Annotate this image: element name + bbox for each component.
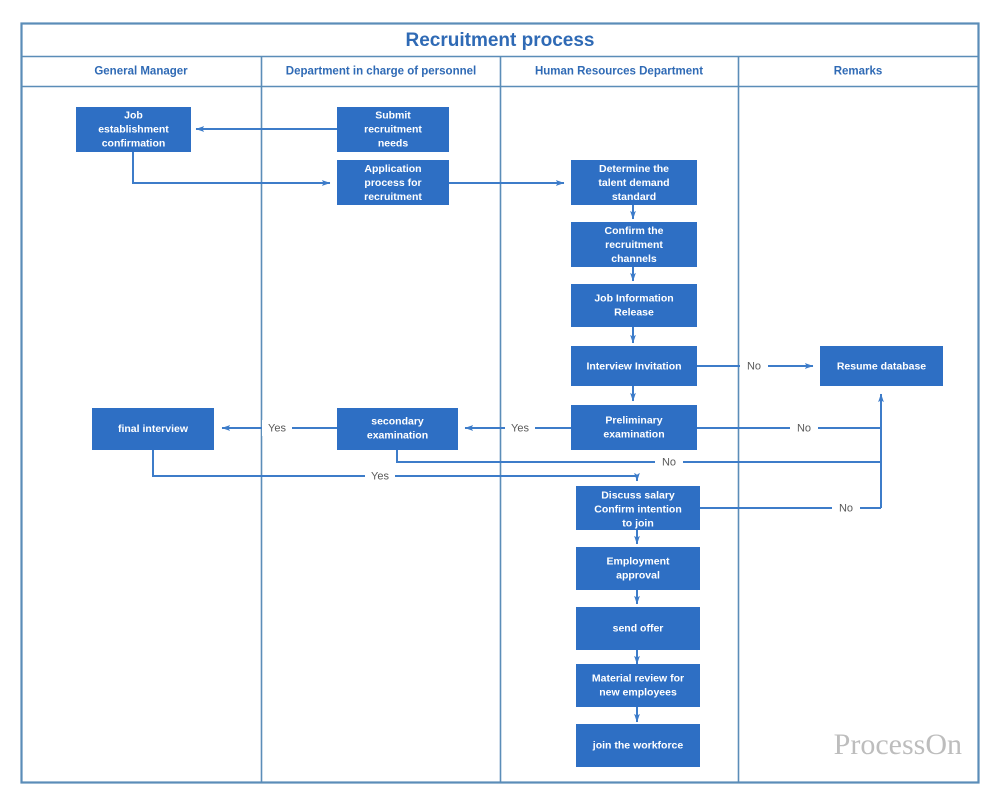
node-line: establishment <box>98 123 169 135</box>
node-box[interactable] <box>576 547 700 590</box>
edge-label-preliminary-yes: Yes <box>511 422 529 434</box>
node-job-establishment-confirmation[interactable]: Job establishment confirmation <box>76 107 191 152</box>
node-line: needs <box>378 137 409 149</box>
node-resume-database[interactable]: Resume database <box>820 346 943 386</box>
node-line: Submit <box>375 109 411 121</box>
node-line: Confirm the <box>605 225 664 237</box>
node-box[interactable] <box>571 222 697 267</box>
node-line: examination <box>367 429 428 441</box>
node-box[interactable] <box>92 408 214 450</box>
node-line: examination <box>603 428 664 440</box>
edge-label-bg <box>655 454 683 470</box>
node-box[interactable] <box>337 107 449 152</box>
node-preliminary-examination[interactable]: Preliminary examination <box>571 405 697 450</box>
node-line: new employees <box>599 686 677 698</box>
edge-label-final-yes: Yes <box>371 470 389 482</box>
node-box[interactable] <box>571 405 697 450</box>
edge-label-secondary-no: No <box>662 456 676 468</box>
node-line: Job Information <box>594 292 673 304</box>
node-line: Release <box>614 306 654 318</box>
node-confirm-the-recruitment-channels[interactable]: Confirm the recruitment channels <box>571 222 697 267</box>
node-line: talent demand <box>598 177 669 189</box>
node-line: Determine the <box>599 163 669 175</box>
node-line: process for <box>364 177 421 189</box>
node-line: recruitment <box>364 123 422 135</box>
node-line: Confirm intention <box>594 503 682 515</box>
lane-header-department-personnel: Department in charge of personnel <box>286 66 476 78</box>
node-line: Resume database <box>837 360 926 372</box>
node-box[interactable] <box>76 107 191 152</box>
node-final-interview[interactable]: final interview <box>92 408 214 450</box>
node-line: confirmation <box>102 137 166 149</box>
node-line: channels <box>611 253 657 265</box>
node-line: Job <box>124 109 143 121</box>
node-material-review-for-new-employees[interactable]: Material review for new employees <box>576 664 700 707</box>
node-join-the-workforce[interactable]: join the workforce <box>576 724 700 767</box>
edge-secondary-no-to-resume-database <box>396 450 881 463</box>
node-box[interactable] <box>571 284 697 327</box>
edge-label-bg <box>365 468 395 484</box>
node-line: send offer <box>613 622 664 634</box>
node-employment-approval[interactable]: Employment approval <box>576 547 700 590</box>
edge-label-interview-no: No <box>747 360 761 372</box>
edge-label-bg <box>262 420 292 436</box>
page-title: Recruitment process <box>405 30 594 51</box>
edge-label-bg <box>790 420 818 436</box>
node-determine-the-talent-demand-standard[interactable]: Determine the talent demand standard <box>571 160 697 205</box>
node-line: Employment <box>606 555 670 567</box>
edge-label-bg <box>832 500 860 516</box>
edge-job-confirmation-to-application-process <box>132 152 331 186</box>
lane-header-human-resources: Human Resources Department <box>535 66 703 78</box>
edge-label-bg <box>505 420 535 436</box>
node-line: Application <box>364 163 421 175</box>
node-line: standard <box>612 191 656 203</box>
edge-label-preliminary-no: No <box>797 422 811 434</box>
node-line: recruitment <box>364 191 422 203</box>
edge-label-bg <box>740 358 768 374</box>
node-box[interactable] <box>571 346 697 386</box>
node-box[interactable] <box>576 486 700 530</box>
node-box[interactable] <box>576 724 700 767</box>
watermark: ProcessOn <box>834 728 962 761</box>
node-interview-invitation[interactable]: Interview Invitation <box>571 346 697 386</box>
node-line: Interview Invitation <box>586 360 681 372</box>
node-line: secondary <box>371 415 424 427</box>
node-discuss-salary-confirm-intention-to-join[interactable]: Discuss salary Confirm intention to join <box>576 486 700 530</box>
lane-header-general-manager: General Manager <box>94 66 188 78</box>
node-secondary-examination[interactable]: secondary examination <box>337 408 458 450</box>
node-box[interactable] <box>576 607 700 650</box>
node-line: to join <box>622 517 654 529</box>
node-line: Material review for <box>592 672 684 684</box>
node-box[interactable] <box>820 346 943 386</box>
edge-labels: No No Yes Yes No Yes No <box>262 358 860 516</box>
node-line: join the workforce <box>592 739 684 751</box>
node-line: final interview <box>118 423 189 435</box>
node-line: approval <box>616 569 660 581</box>
edge-label-secondary-yes: Yes <box>268 422 286 434</box>
lane-header-remarks: Remarks <box>834 66 883 78</box>
node-job-information-release[interactable]: Job Information Release <box>571 284 697 327</box>
node-application-process-for-recruitment[interactable]: Application process for recruitment <box>337 160 449 205</box>
node-line: Discuss salary <box>601 489 675 501</box>
node-box[interactable] <box>576 664 700 707</box>
edge-label-discuss-no: No <box>839 502 853 514</box>
node-send-offer[interactable]: send offer <box>576 607 700 650</box>
node-box[interactable] <box>337 160 449 205</box>
node-submit-recruitment-needs[interactable]: Submit recruitment needs <box>337 107 449 152</box>
node-line: Preliminary <box>605 414 662 426</box>
node-box[interactable] <box>571 160 697 205</box>
node-box[interactable] <box>337 408 458 450</box>
node-line: recruitment <box>605 239 663 251</box>
